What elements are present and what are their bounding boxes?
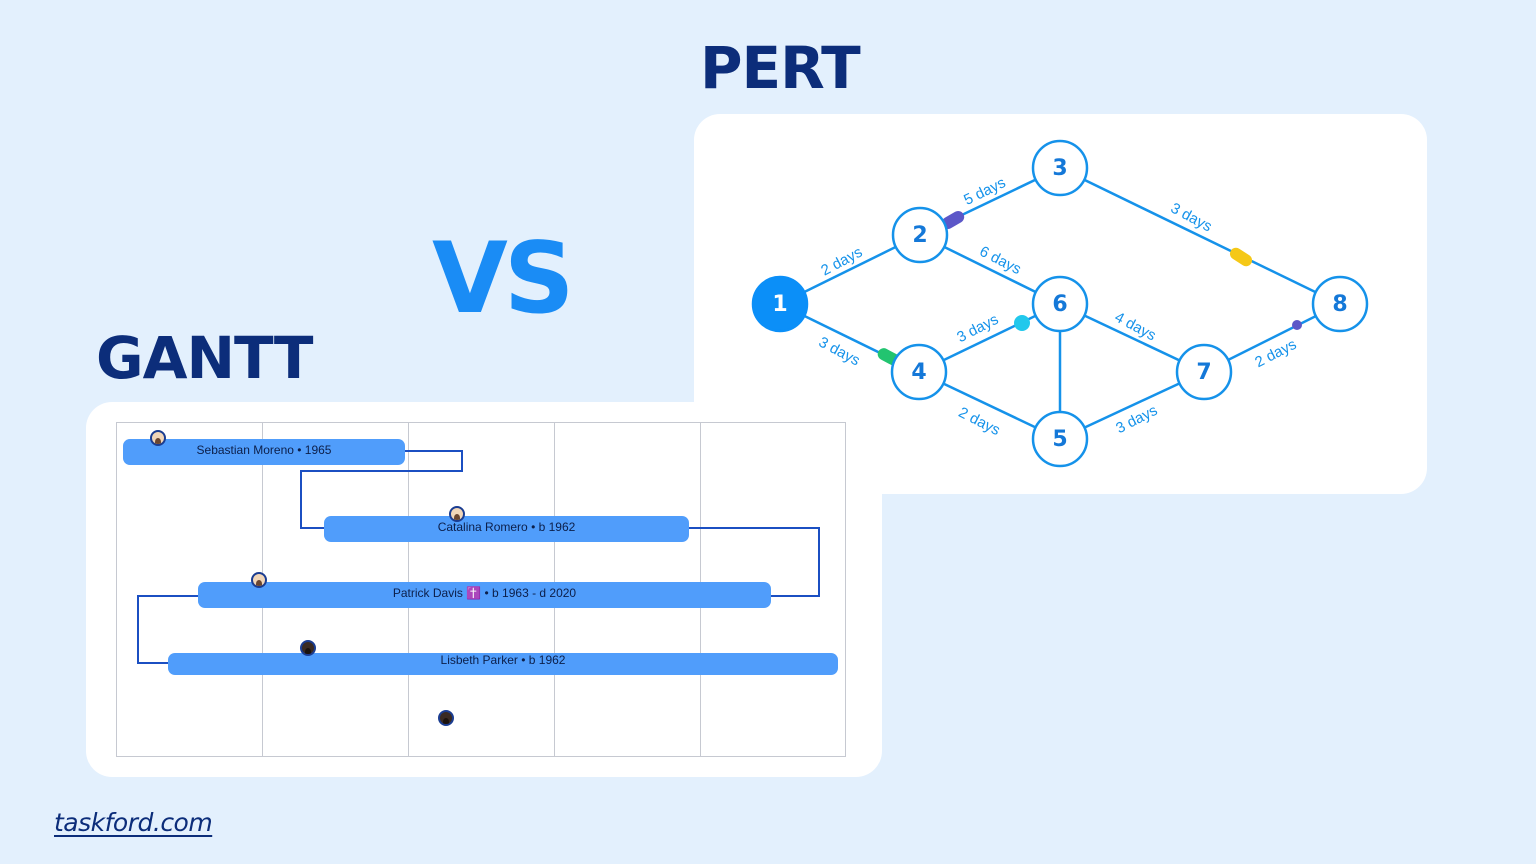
- pert-node-circle: [1031, 139, 1089, 197]
- gantt-task-bar[interactable]: Sebastian Moreno • 1965: [123, 439, 405, 465]
- pert-node-label: 1: [772, 292, 787, 317]
- gantt-card: Sebastian Moreno • 1965 Catalina Romero …: [86, 402, 882, 777]
- pert-node-circle: [751, 275, 809, 333]
- pert-node-4[interactable]: 4: [890, 343, 948, 401]
- pert-node-5[interactable]: 5: [1031, 410, 1089, 468]
- pert-node-label: 7: [1196, 360, 1211, 385]
- pert-node-label: 2: [912, 223, 927, 248]
- pert-edge: [1059, 166, 1341, 306]
- pert-node-7[interactable]: 7: [1175, 343, 1233, 401]
- pert-node-circle: [1175, 343, 1233, 401]
- dependency-connector: [300, 450, 463, 529]
- avatar: [449, 506, 465, 522]
- pert-edge-duration-label: 3 days: [954, 311, 1001, 346]
- gantt-task-bar[interactable]: Catalina Romero • b 1962: [324, 516, 689, 542]
- avatar: [251, 572, 267, 588]
- dependency-connector: [137, 595, 198, 664]
- pert-edge-duration-label: 6 days: [977, 243, 1024, 278]
- pert-edge-marker: [941, 211, 965, 229]
- pert-node-label: 6: [1052, 292, 1067, 317]
- avatar: [150, 430, 166, 446]
- pert-node-circle: [891, 206, 949, 264]
- vs-label: VS: [432, 222, 574, 336]
- dependency-connector: [688, 527, 820, 597]
- pert-node-6[interactable]: 6: [1031, 275, 1089, 333]
- pert-node-label: 3: [1052, 156, 1067, 181]
- pert-title: PERT: [700, 34, 861, 102]
- pert-node-circle: [1031, 275, 1089, 333]
- pert-edge-marker: [1014, 315, 1030, 331]
- pert-node-circle: [1031, 410, 1089, 468]
- gantt-title: GANTT: [96, 324, 313, 392]
- pert-node-circle: [1311, 275, 1369, 333]
- pert-node-circle: [890, 343, 948, 401]
- pert-node-2[interactable]: 2: [891, 206, 949, 264]
- avatar: [300, 640, 316, 656]
- pert-edge-marker: [1229, 247, 1253, 267]
- site-link[interactable]: taskford.com: [54, 808, 213, 837]
- pert-edge-marker: [1292, 320, 1302, 330]
- pert-edge-duration-label: 3 days: [1113, 402, 1160, 437]
- pert-node-8[interactable]: 8: [1311, 275, 1369, 333]
- pert-edge-duration-label: 3 days: [816, 334, 863, 370]
- pert-edge-duration-label: 3 days: [1168, 200, 1215, 236]
- gantt-task-bar[interactable]: Patrick Davis ✝️ • b 1963 - d 2020: [198, 582, 771, 608]
- pert-edge-duration-label: 2 days: [1252, 336, 1299, 371]
- pert-node-3[interactable]: 3: [1031, 139, 1089, 197]
- pert-node-1[interactable]: 1: [751, 275, 809, 333]
- pert-node-label: 4: [911, 360, 926, 385]
- pert-node-label: 5: [1052, 427, 1067, 452]
- pert-node-label: 8: [1332, 292, 1347, 317]
- gantt-task-bar[interactable]: Lisbeth Parker • b 1962: [168, 653, 838, 675]
- avatar: [438, 710, 454, 726]
- gantt-dependency-connectors: [137, 450, 820, 664]
